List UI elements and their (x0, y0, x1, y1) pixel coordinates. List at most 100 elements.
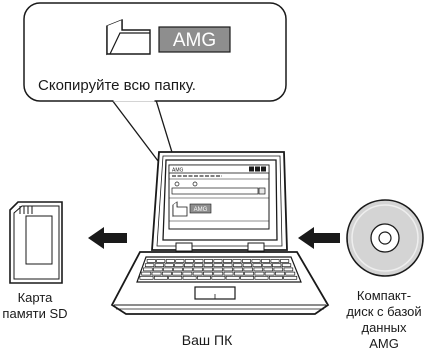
keyboard-key (261, 259, 271, 263)
browse-button (258, 187, 266, 195)
keyboard-key (174, 263, 184, 268)
keyboard-key (184, 259, 194, 263)
screen-folder-label-box (189, 203, 212, 214)
keyboard-key (273, 267, 284, 272)
keyboard-key (203, 267, 213, 272)
screen-window-title: AMG (172, 168, 184, 174)
keyboard-key (165, 259, 175, 263)
laptop-illustration: AMG AMG (110, 151, 330, 315)
callout-bubble: AMG Скопируйте всю папку. (23, 2, 287, 199)
keyboard-key (139, 275, 154, 280)
keyboard-key (213, 267, 223, 272)
keyboard-key (233, 271, 244, 276)
keyboard-key (203, 259, 213, 263)
keyboard-key (242, 259, 252, 263)
keyboard-key (263, 267, 274, 272)
keyboard-key (262, 263, 272, 268)
cd-label-line4: AMG (369, 336, 399, 351)
path-field (171, 187, 259, 195)
keyboard-key (161, 271, 172, 276)
keyboard-key (223, 267, 233, 272)
keyboard-key (203, 271, 213, 276)
sd-card-label-line2: памяти SD (2, 306, 67, 321)
keyboard-key (213, 271, 224, 276)
callout-folder-label-box (158, 26, 231, 53)
keyboard-key (244, 271, 255, 276)
sd-card-icon (9, 201, 63, 284)
screen-folder-name: AMG (194, 207, 208, 213)
keyboard-key (192, 271, 203, 276)
keyboard-key (184, 263, 194, 268)
keyboard-key (264, 271, 275, 276)
keyboard-key (272, 263, 282, 268)
keyboard-key (164, 263, 174, 268)
keyboard-key (213, 263, 223, 268)
keyboard-key (268, 275, 283, 280)
keyboard-key (232, 263, 243, 268)
keyboard-key (182, 275, 197, 280)
keyboard-key (225, 275, 240, 280)
close-icon (261, 166, 266, 172)
keyboard-key (151, 271, 162, 276)
pc-label: Ваш ПК (182, 332, 233, 348)
keyboard-key (240, 275, 255, 280)
cd-label-line2: диск с базой (346, 304, 421, 319)
keyboard-key (222, 259, 232, 263)
keyboard-key (144, 263, 155, 268)
keyboard-key (254, 275, 269, 280)
keyboard-key (223, 263, 233, 268)
keyboard-key (283, 275, 298, 280)
keyboard-key (163, 267, 173, 272)
keyboard-key (154, 263, 165, 268)
keyboard-key (172, 271, 183, 276)
keyboard-key (270, 259, 280, 263)
keyboard-key (141, 271, 152, 276)
keyboard-key (232, 259, 242, 263)
keyboard-key (211, 275, 226, 280)
keyboard-key (253, 267, 264, 272)
maximize-icon (255, 166, 260, 172)
keyboard-key (223, 271, 234, 276)
keyboard-key (182, 271, 193, 276)
keyboard-key (143, 267, 153, 272)
radio-option-icon (192, 181, 198, 187)
keyboard-key (233, 267, 243, 272)
keyboard-key (194, 259, 204, 263)
keyboard-key (173, 267, 183, 272)
folder-icon (106, 18, 151, 56)
cd-disc-icon (346, 199, 424, 277)
keyboard-key (193, 263, 204, 268)
keyboard-key (242, 263, 253, 268)
keyboard-key (153, 275, 168, 280)
keyboard-key (156, 259, 166, 263)
minimize-icon (249, 166, 254, 172)
sd-card-label-line1: Карта (18, 290, 54, 305)
keyboard-key (280, 259, 290, 263)
keyboard-key (254, 271, 265, 276)
keyboard-key (175, 259, 185, 263)
keyboard-keys (139, 259, 298, 280)
keyboard-key (275, 271, 285, 276)
arrow-to-sd-card (88, 227, 127, 249)
keyboard-key (281, 263, 292, 268)
keyboard-key (183, 267, 193, 272)
keyboard-key (252, 263, 262, 268)
keyboard-key (146, 259, 156, 263)
keyboard-key (285, 271, 296, 276)
keyboard-key (168, 275, 183, 280)
screen-folder-icon (172, 201, 188, 217)
callout-folder-name: AMG (173, 30, 216, 51)
keyboard-key (197, 275, 211, 280)
keyboard-key (193, 267, 203, 272)
cd-label-line3: данных (361, 320, 407, 335)
keyboard-key (251, 259, 261, 263)
radio-option-icon (174, 181, 180, 187)
cd-label-line1: Компакт- (357, 288, 411, 303)
keyboard-key (243, 267, 253, 272)
keyboard-key (283, 267, 294, 272)
keyboard-key (203, 263, 213, 268)
keyboard-key (153, 267, 163, 272)
keyboard-key (213, 259, 223, 263)
